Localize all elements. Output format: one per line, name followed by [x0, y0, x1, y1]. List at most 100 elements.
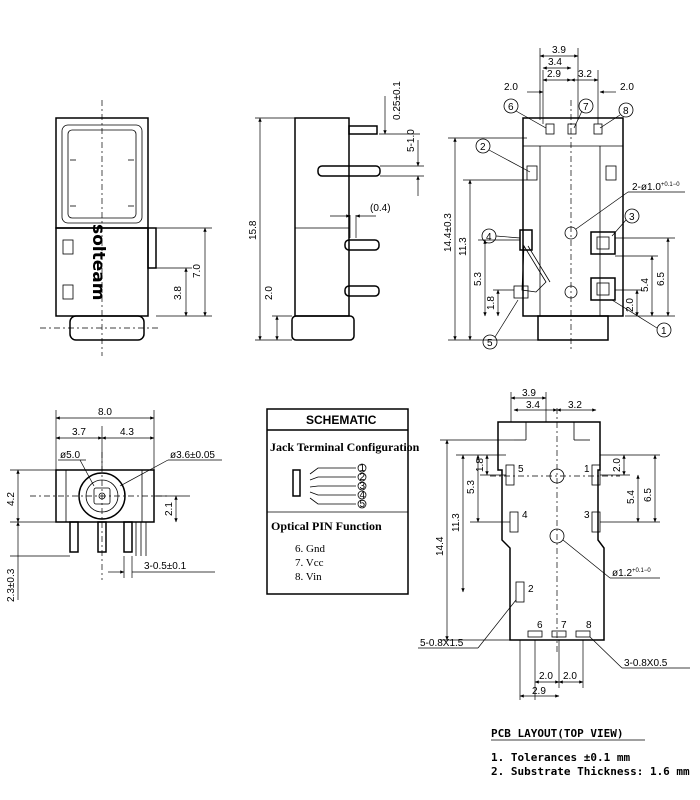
dim-pcb-2-9: 2.9	[532, 686, 546, 697]
note-tolerance: 1. Tolerances ±0.1 mm	[491, 751, 630, 764]
jack-pin-3: 3	[360, 481, 366, 492]
dim-bottom-8-0: 8.0	[98, 407, 112, 418]
marker-8	[618, 102, 634, 118]
svg-text:2: 2	[480, 142, 486, 153]
pcb-outline	[497, 421, 605, 641]
dim-pcb-5-4: 5.4	[626, 490, 637, 504]
dim-bottom-2-1: 2.1	[164, 502, 175, 516]
dim-rear-11-3: 11.3	[458, 237, 469, 256]
dim-pcb-1-8: 1.8	[475, 458, 486, 472]
side-pin-upper	[317, 165, 381, 177]
pcb-pad-3	[591, 511, 601, 533]
dim-rear-2-0-right: 2.0	[620, 82, 634, 93]
dim-rear-6-5: 6.5	[656, 272, 667, 286]
bottom-pin-1	[69, 521, 79, 553]
rear-view: 3.9 3.4 2.9 3.2 2.0 2.0 14.4±0.3 11.3 5.…	[443, 45, 685, 350]
dim-bottom-3-0-5: 3-0.5±0.1	[144, 561, 187, 572]
jack-pin-1: 1	[360, 463, 366, 474]
pcb-layout: 5 1 4 3 2 6 7 8 3.9 3.4 3.2 14.4 11.3 5.…	[418, 388, 690, 700]
optical-pin-title: Optical PIN Function	[271, 519, 382, 533]
rear-barrel	[537, 315, 609, 341]
dim-bottom-4-2: 4.2	[6, 492, 17, 506]
side-view: 15.8 2.0 0.25±0.1 5-1.0 (0.4)	[248, 81, 424, 341]
pcb-hole-label: ø1.2+0.1−0	[612, 568, 651, 579]
dim-side-2-0: 2.0	[264, 286, 275, 300]
pad-label-8: 8	[586, 620, 592, 631]
jack-pin-5: 5	[360, 499, 366, 510]
dim-pcb-3-2: 3.2	[568, 400, 582, 411]
svg-text:8: 8	[623, 106, 629, 117]
pad-label-7: 7	[561, 620, 567, 631]
pcb-pad-7	[551, 630, 567, 638]
pcb-layout-title: PCB LAYOUT(TOP VIEW)	[491, 727, 623, 740]
brand-logo: solteam	[88, 224, 108, 300]
dim-rear-3-4: 3.4	[548, 57, 562, 68]
pcb-pad-4	[509, 511, 519, 533]
dim-pcb-14-4: 14.4	[435, 536, 446, 556]
marker-6	[503, 98, 519, 114]
dim-bottom-2-3: 2.3±0.3	[6, 568, 17, 602]
pad-label-2: 2	[528, 584, 534, 595]
dim-bottom-3-7: 3.7	[72, 427, 86, 438]
pad-note-right: 3-0.8X0.5	[624, 658, 668, 669]
pcb-pad-6	[527, 630, 543, 638]
dim-pcb-5-3: 5.3	[466, 480, 477, 494]
pcb-pad-8	[575, 630, 591, 638]
pad-label-6: 6	[537, 620, 543, 631]
schematic-title: SCHEMATIC	[306, 413, 377, 427]
dim-front-7-0: 7.0	[192, 264, 203, 278]
marker-3	[624, 208, 640, 224]
dim-side-0-25: 0.25±0.1	[392, 81, 403, 120]
dim-rear-2-0: 2.0	[625, 298, 636, 312]
dim-pcb-11-3: 11.3	[451, 513, 462, 532]
pad-label-4: 4	[522, 510, 528, 521]
bottom-view: 8.0 3.7 4.3 4.2 2.3±0.3 2.1 3-0.5±0.1 ø5…	[6, 407, 222, 602]
dim-pcb-2-0-b: 2.0	[563, 671, 577, 682]
pad-label-1: 1	[584, 464, 590, 475]
dim-front-3-8: 3.8	[173, 286, 184, 300]
dim-rear-1-8: 1.8	[486, 296, 497, 310]
notes-block: PCB LAYOUT(TOP VIEW) 1. Tolerances ±0.1 …	[491, 727, 690, 778]
dim-pcb-3-9: 3.9	[522, 388, 536, 399]
dim-side-0-4: (0.4)	[370, 203, 391, 214]
marker-1	[656, 322, 672, 338]
jack-terminal-pins: 1 2 3 4 5	[309, 463, 367, 510]
dim-rear-5-3: 5.3	[473, 272, 484, 286]
dim-pcb-6-5: 6.5	[643, 488, 654, 502]
side-barrel	[291, 315, 355, 341]
dim-pcb-2-0-a: 2.0	[539, 671, 553, 682]
phi-3-6-label: ø3.6±0.05	[170, 450, 215, 461]
pcb-pad-1	[591, 464, 601, 486]
svg-text:5: 5	[487, 338, 493, 349]
svg-text:4: 4	[486, 232, 492, 243]
marker-2	[475, 138, 491, 154]
jack-config-title: Jack Terminal Configuration	[270, 440, 420, 454]
jack-pin-4: 4	[360, 490, 366, 501]
schematic-panel: SCHEMATIC Jack Terminal Configuration 1 …	[266, 408, 420, 595]
jack-pin-2: 2	[360, 472, 366, 483]
dim-side-15-8: 15.8	[248, 220, 259, 240]
dim-rear-5-4: 5.4	[640, 278, 651, 292]
note-substrate: 2. Substrate Thickness: 1.6 mm	[491, 765, 690, 778]
pad-label-3: 3	[584, 510, 590, 521]
pad-label-5: 5	[518, 464, 524, 475]
dim-rear-2-9: 2.9	[547, 69, 561, 80]
svg-text:7: 7	[583, 102, 589, 113]
dim-pcb-2-0-right: 2.0	[612, 458, 623, 472]
bottom-pin-3	[123, 521, 133, 553]
svg-text:1: 1	[661, 326, 667, 337]
pin-vcc: 7. Vcc	[295, 557, 324, 569]
dim-rear-3-9: 3.9	[552, 45, 566, 56]
svg-text:6: 6	[508, 102, 514, 113]
marker-5	[482, 334, 498, 350]
phi-5-0-label: ø5.0	[60, 450, 80, 461]
dim-pcb-3-4: 3.4	[526, 400, 540, 411]
dim-bottom-4-3: 4.3	[120, 427, 134, 438]
svg-text:3: 3	[629, 212, 635, 223]
rear-markers: 6 7 8 2 3 4 5 1	[475, 98, 672, 350]
dim-side-5-1-0: 5-1.0	[406, 129, 417, 152]
pin-vin: 8. Vin	[295, 571, 322, 583]
pcb-pad-5	[505, 464, 515, 486]
front-view: solteam 7.0 3.8	[40, 100, 212, 356]
dim-rear-3-2: 3.2	[578, 69, 592, 80]
